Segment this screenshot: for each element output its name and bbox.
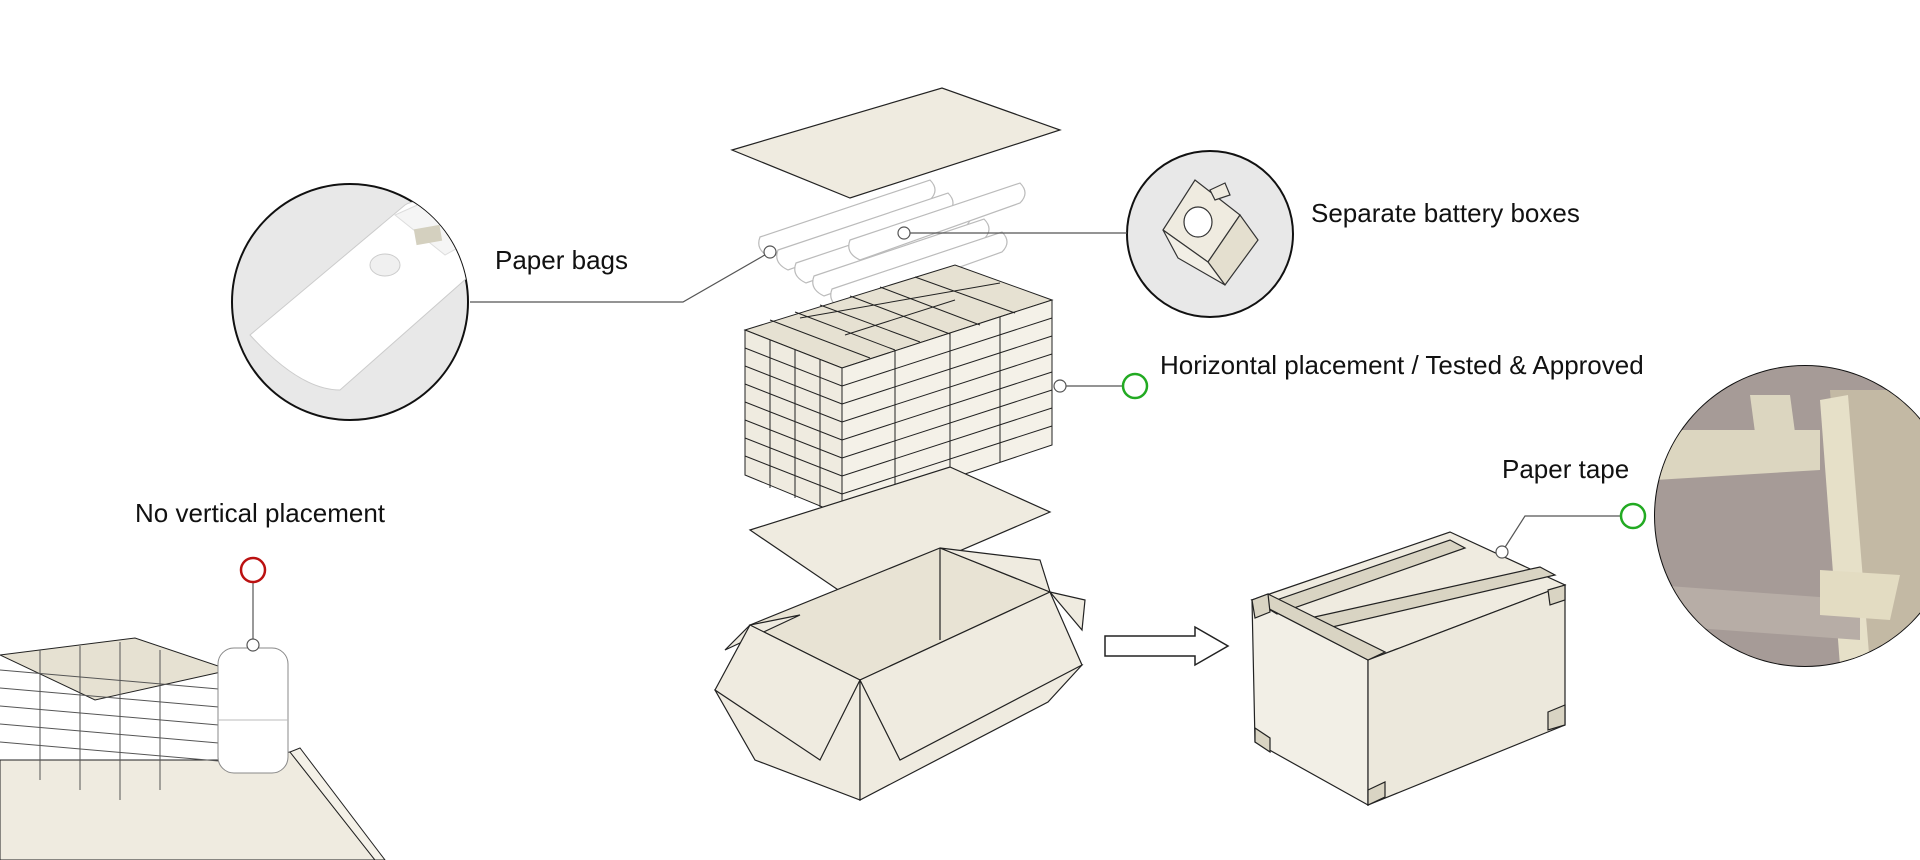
closed-taped-box — [1250, 531, 1567, 807]
open-cardboard-box — [714, 547, 1086, 801]
approved-marker-icon-tape — [1619, 502, 1647, 530]
label-no-vertical-placement: No vertical placement — [135, 498, 385, 528]
connector-dot-horizontal — [1053, 379, 1067, 393]
connector-dot-battery — [897, 226, 911, 240]
stacked-tray-grid — [743, 264, 1054, 516]
battery-box-bubble — [1126, 150, 1294, 318]
approved-marker-icon — [1121, 372, 1149, 400]
top-cardboard-sheet — [730, 87, 1062, 199]
paper-tape-bubble — [1654, 365, 1920, 667]
label-horizontal-placement: Horizontal placement / Tested & Approved — [1160, 350, 1644, 380]
vertical-placement-tray — [0, 637, 386, 860]
paper-bag-bubble — [231, 183, 469, 421]
label-battery-boxes: Separate battery boxes — [1311, 198, 1580, 228]
rejected-marker-icon — [239, 556, 267, 584]
connector-dot-bags — [763, 245, 777, 259]
connector-dot-tape — [1495, 545, 1509, 559]
leader-lines — [252, 232, 1620, 645]
connector-dot-vertical — [246, 638, 260, 652]
bottom-cardboard-sheet — [748, 466, 1052, 599]
label-paper-tape: Paper tape — [1502, 454, 1630, 484]
label-paper-bags: Paper bags — [495, 245, 628, 275]
vertical-paper-bag — [217, 647, 289, 774]
right-arrow-icon — [1104, 625, 1230, 667]
